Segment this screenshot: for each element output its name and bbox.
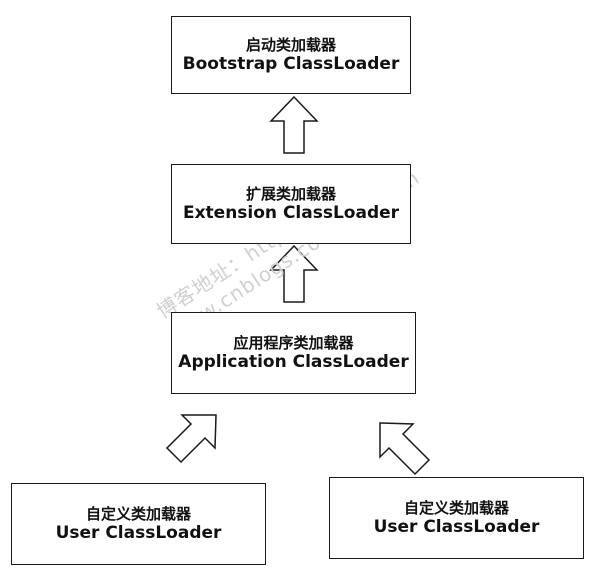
user-left-zh-label: 自定义类加载器 [85,504,191,523]
extension-en-label: Extension ClassLoader [182,202,400,223]
application-classloader-box: 应用程序类加载器 Application ClassLoader [171,312,416,394]
arrow-extension-to-bootstrap [269,95,319,154]
bootstrap-en-label: Bootstrap ClassLoader [182,53,400,74]
arrow-application-to-extension [269,244,319,303]
application-zh-label: 应用程序类加载器 [233,333,354,352]
extension-zh-label: 扩展类加载器 [245,184,336,203]
user-left-en-label: User ClassLoader [55,522,222,543]
extension-classloader-box: 扩展类加载器 Extension ClassLoader [171,164,411,244]
arrow-user-right-to-application [379,422,431,476]
bootstrap-classloader-box: 启动类加载器 Bootstrap ClassLoader [171,16,411,94]
application-en-label: Application ClassLoader [178,351,409,372]
user-right-en-label: User ClassLoader [373,516,540,537]
arrow-user-left-to-application [165,414,217,464]
user-classloader-box-left: 自定义类加载器 User ClassLoader [11,483,266,565]
user-right-zh-label: 自定义类加载器 [403,498,509,517]
bootstrap-zh-label: 启动类加载器 [245,35,336,54]
user-classloader-box-right: 自定义类加载器 User ClassLoader [329,477,584,559]
